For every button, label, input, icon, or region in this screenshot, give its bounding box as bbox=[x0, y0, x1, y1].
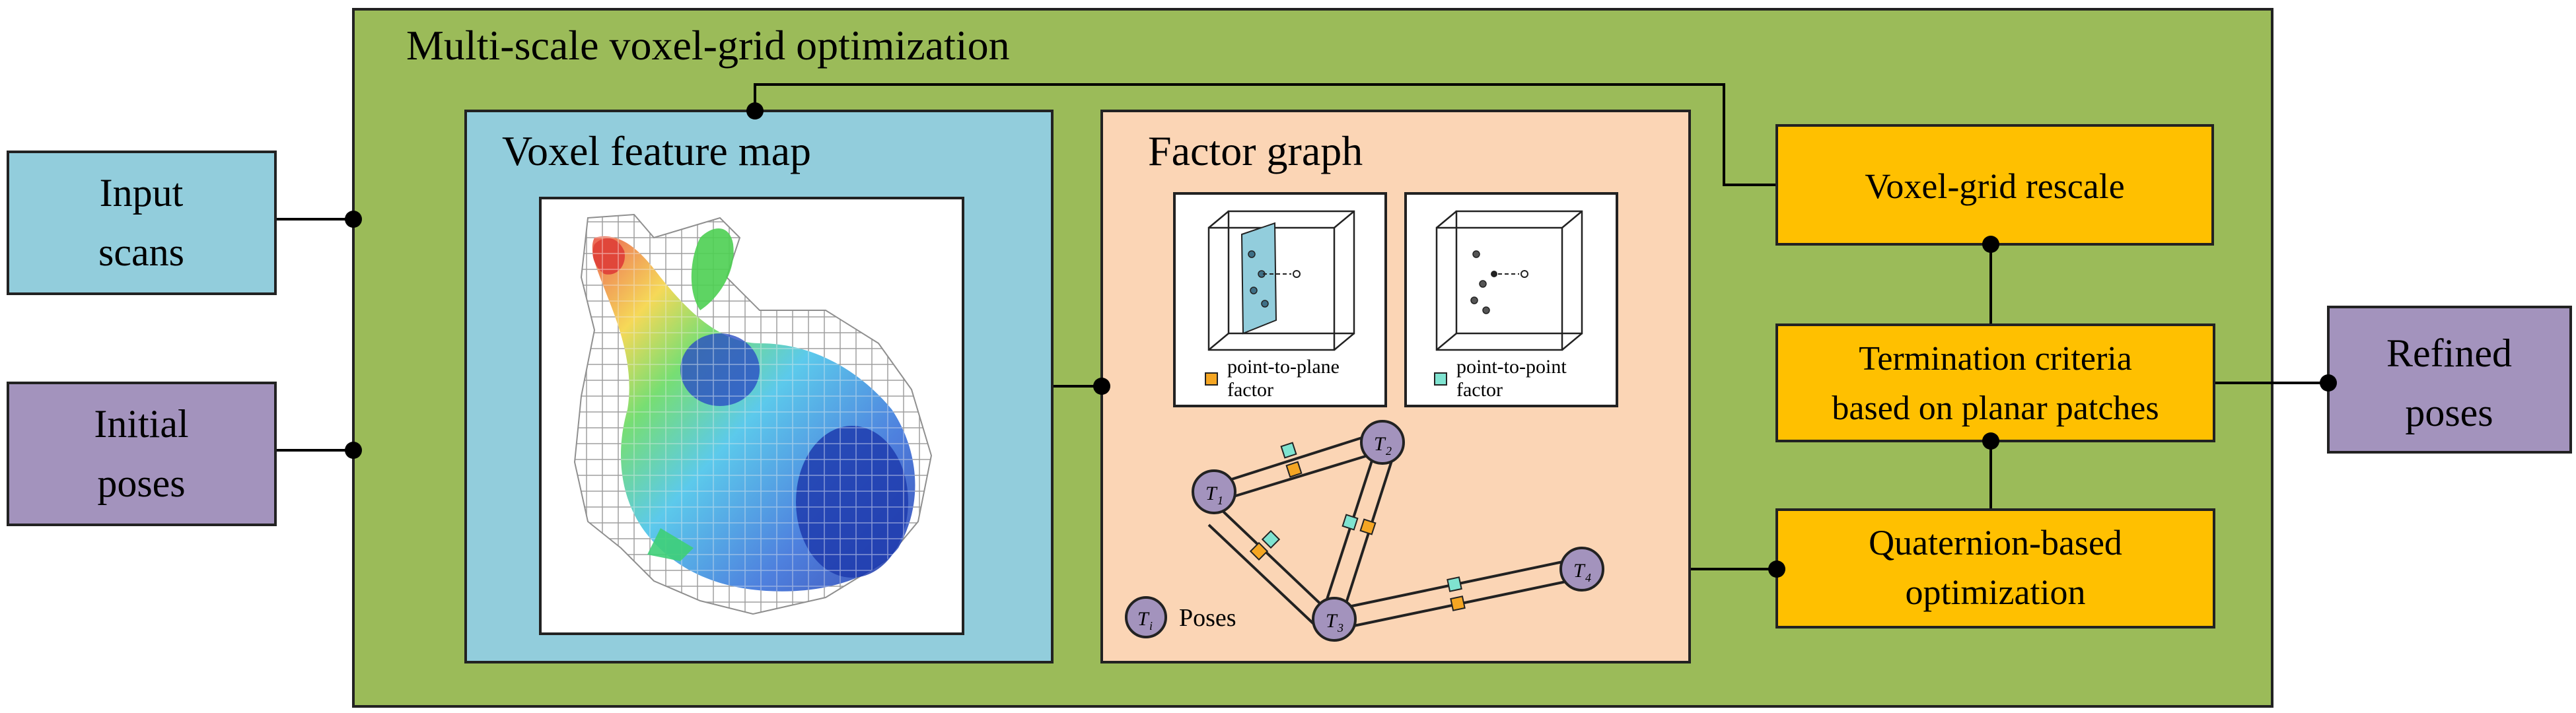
refined-poses-box: Refined poses bbox=[2327, 306, 2572, 454]
input-scans-box: Input scans bbox=[7, 151, 277, 295]
pose-node-t2-sub: 2 bbox=[1386, 444, 1392, 458]
pose-node-t4: T 4 bbox=[1559, 547, 1604, 592]
voxel-grid-rescale-box: Voxel-grid rescale bbox=[1775, 124, 2214, 246]
pose-node-t3: T 3 bbox=[1312, 597, 1357, 642]
initial-poses-box: Initial poses bbox=[7, 382, 277, 526]
initial-poses-line2: poses bbox=[97, 461, 185, 505]
initial-poses-line1: Initial bbox=[94, 402, 188, 446]
refined-poses-line2: poses bbox=[2405, 391, 2493, 434]
termination-criteria-box: Termination criteria based on planar pat… bbox=[1775, 323, 2215, 442]
voxel-feature-panel: Voxel feature map bbox=[464, 110, 1054, 663]
plane-factor-label-1: point-to-plane bbox=[1227, 356, 1340, 378]
input-scans-line1: Input bbox=[100, 171, 184, 215]
pose-node-t1-sub: 1 bbox=[1217, 494, 1223, 507]
pose-node-t3-letter: T bbox=[1326, 610, 1338, 632]
point-factor-label-2: factor bbox=[1456, 379, 1503, 401]
termination-line1: Termination criteria bbox=[1859, 340, 2132, 378]
factor-panel-title: Factor graph bbox=[1148, 127, 1363, 174]
quaternion-line2: optimization bbox=[1906, 572, 2086, 612]
pose-node-t1: T 1 bbox=[1192, 469, 1236, 514]
poses-legend: T i Poses bbox=[1125, 596, 1236, 638]
pose-node-t4-letter: T bbox=[1573, 560, 1586, 582]
point-factor-legend-swatch bbox=[1434, 372, 1447, 386]
junction-dots bbox=[345, 102, 2337, 578]
point-to-plane-inset: point-to-plane factor bbox=[1173, 192, 1387, 407]
voxel-panel-title: Voxel feature map bbox=[502, 127, 811, 174]
pose-node-t2: T 2 bbox=[1360, 420, 1405, 465]
rescale-label: Voxel-grid rescale bbox=[1865, 166, 2124, 206]
termination-line2: based on planar patches bbox=[1832, 390, 2159, 427]
factor-markers bbox=[1249, 442, 1466, 611]
pose-node-t1-letter: T bbox=[1205, 483, 1218, 504]
quaternion-optimization-box: Quaternion-based optimization bbox=[1775, 508, 2215, 628]
pose-node-t4-sub: 4 bbox=[1585, 571, 1591, 584]
point-to-point-inset: point-to-point factor bbox=[1404, 192, 1618, 407]
point-factor-label-1: point-to-point bbox=[1456, 356, 1567, 378]
connectors bbox=[275, 83, 2328, 570]
plane-factor-label-2: factor bbox=[1227, 379, 1273, 401]
poses-legend-label: Poses bbox=[1179, 604, 1236, 632]
pose-node-t3-sub: 3 bbox=[1337, 621, 1343, 634]
poses-legend-letter: T bbox=[1137, 608, 1150, 630]
outer-title: Multi-scale voxel-grid optimization bbox=[406, 22, 1010, 69]
refined-poses-line1: Refined bbox=[2386, 331, 2512, 375]
quaternion-line1: Quaternion-based bbox=[1869, 523, 2122, 562]
factor-graph-panel: Factor graph point-to-plane factor bbox=[1100, 110, 1691, 663]
plane-factor-legend-swatch bbox=[1205, 372, 1218, 386]
voxel-bunny-illustration bbox=[573, 213, 933, 615]
poses-legend-sub: i bbox=[1149, 619, 1153, 632]
input-scans-line2: scans bbox=[98, 230, 184, 274]
pose-node-t2-letter: T bbox=[1374, 433, 1386, 455]
